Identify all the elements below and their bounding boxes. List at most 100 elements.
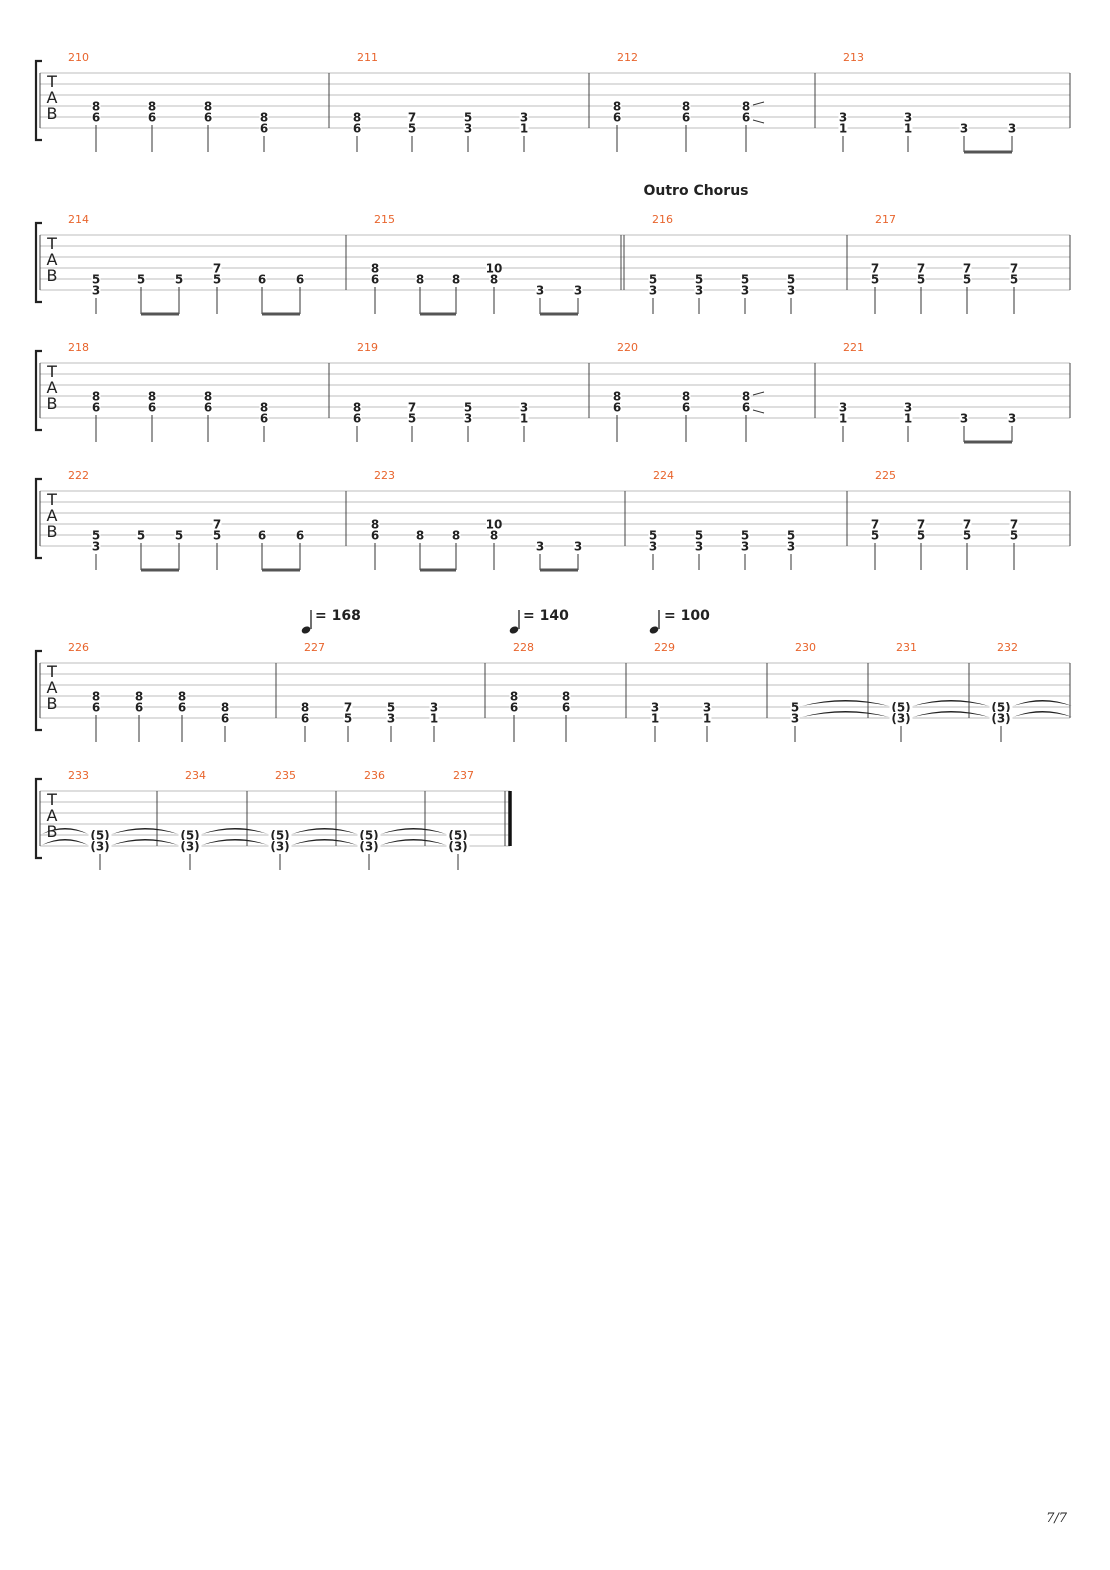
tie-arc (802, 711, 889, 717)
tab-clef-letter: A (47, 378, 58, 397)
measure-number: 236 (364, 769, 385, 782)
tab-clef-letter: A (47, 250, 58, 269)
tie-arc (381, 828, 446, 834)
fret-mask (648, 273, 658, 284)
beat: 3 (573, 540, 583, 570)
fret-mask (91, 273, 101, 284)
fret-mask (174, 529, 184, 540)
fret-number: 1 (430, 712, 438, 726)
fret-mask (740, 540, 750, 551)
fret-number: 3 (787, 284, 795, 298)
fret-number: 1 (520, 122, 528, 136)
beat: 86 (612, 390, 622, 442)
fret-number: 1 (904, 122, 912, 136)
tab-clef-letter: A (47, 88, 58, 107)
fret-mask (134, 701, 144, 712)
fret-number: 8 (613, 100, 621, 114)
system-bracket (34, 221, 42, 304)
fret-mask (370, 273, 380, 284)
fret-number: 8 (148, 390, 156, 404)
fret-mask (561, 701, 571, 712)
fret-number: 3 (741, 540, 749, 554)
system-bracket (34, 777, 42, 860)
fret-mask (648, 529, 658, 540)
beat: 86 (561, 690, 571, 742)
fret-number: 6 (742, 401, 750, 415)
fret-number: 8 (92, 690, 100, 704)
beat: 75 (870, 518, 880, 570)
fret-mask (741, 111, 751, 122)
fret-mask (702, 701, 712, 712)
fret-mask (463, 412, 473, 423)
fret-number: 5 (963, 273, 971, 287)
fret-mask (573, 540, 583, 551)
measure-number: 233 (68, 769, 89, 782)
beat: 31 (519, 111, 529, 152)
tab-clef-letter: T (46, 234, 57, 253)
measure-number: 215 (374, 213, 395, 226)
fret-number: 7 (1010, 262, 1018, 276)
measure-number: 226 (68, 641, 89, 654)
system-bracket (34, 59, 42, 142)
fret-number: 3 (791, 712, 799, 726)
fret-number: 7 (408, 111, 416, 125)
fret-number: (5) (448, 829, 467, 843)
fret-mask (681, 100, 691, 111)
fret-mask (702, 712, 712, 723)
fret-number: 8 (260, 401, 268, 415)
measure-number: 237 (453, 769, 474, 782)
system-bracket (34, 649, 42, 732)
fret-number: 5 (695, 529, 703, 543)
fret-mask (295, 529, 305, 540)
fret-number: 8 (301, 701, 309, 715)
beat: 75 (916, 262, 926, 314)
tab-clef-letter: A (47, 506, 58, 525)
beat: 86 (681, 100, 691, 152)
fret-mask (451, 273, 461, 284)
beat: 53 (463, 111, 473, 152)
fret-number: 6 (682, 111, 690, 125)
staff-system: TAB233(5)(3)234(5)(3)235(5)(3)236(5)(3)2… (34, 769, 512, 870)
fret-mask (259, 111, 269, 122)
beat: (5)(3) (357, 828, 446, 870)
fret-mask (177, 690, 187, 701)
tie-arc (112, 839, 178, 845)
tab-clef-letter: B (47, 822, 58, 841)
fret-number: 8 (613, 390, 621, 404)
beat: 75 (212, 518, 222, 570)
fret-mask (300, 701, 310, 712)
fret-mask (300, 712, 310, 723)
fret-mask (415, 529, 425, 540)
fret-mask (91, 690, 101, 701)
fret-mask (147, 111, 157, 122)
fret-mask (1009, 518, 1019, 529)
fret-mask (519, 122, 529, 133)
fret-number: 5 (787, 529, 795, 543)
beat: 86 (203, 100, 213, 152)
fret-mask (870, 273, 880, 284)
fret-number: 5 (871, 529, 879, 543)
fret-mask (343, 712, 353, 723)
beat: 6 (257, 529, 267, 570)
fret-mask (889, 701, 913, 712)
fret-mask (429, 712, 439, 723)
measure: 233(5)(3) (68, 769, 178, 870)
tie-arc (42, 839, 88, 845)
fret-mask (407, 122, 417, 133)
fret-number: 1 (839, 122, 847, 136)
beat: 3 (1007, 412, 1017, 442)
fret-mask (212, 273, 222, 284)
fret-mask (786, 540, 796, 551)
fret-number: (5) (991, 701, 1010, 715)
fret-mask (694, 284, 704, 295)
fret-number: 8 (260, 111, 268, 125)
fret-mask (386, 701, 396, 712)
fret-mask (740, 284, 750, 295)
fret-number: 6 (178, 701, 186, 715)
fret-number: 5 (464, 111, 472, 125)
fret-number: 6 (562, 701, 570, 715)
beat: 53 (648, 273, 658, 314)
